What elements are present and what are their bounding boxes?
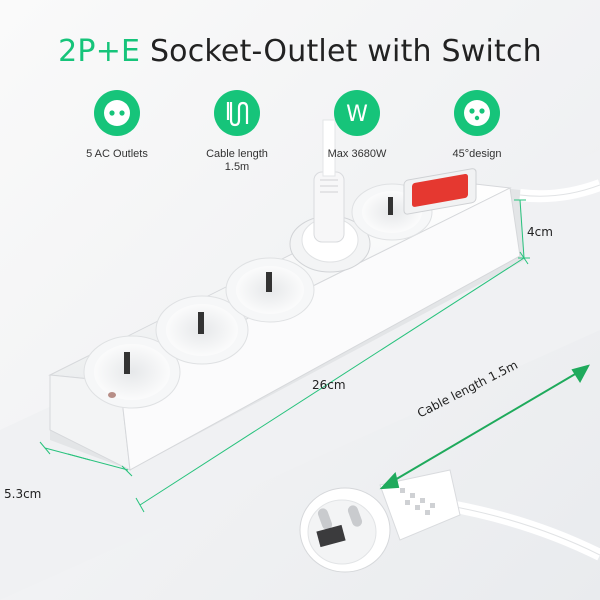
socket-icon bbox=[94, 90, 140, 136]
plug-inserted bbox=[289, 119, 371, 273]
width-dimension-label: 5.3cm bbox=[4, 487, 42, 501]
cable-icon bbox=[214, 90, 260, 136]
feature-label: 45°design bbox=[452, 148, 502, 160]
page-title: 2P+E Socket-Outlet with Switch bbox=[0, 34, 600, 69]
title-accent: 2P+E bbox=[58, 34, 141, 69]
socket-3 bbox=[225, 257, 315, 323]
height-dimension-label: 4cm bbox=[527, 225, 553, 239]
socket-45-icon bbox=[454, 90, 500, 136]
socket-1 bbox=[83, 335, 181, 409]
w-letter-icon: W bbox=[334, 90, 380, 136]
feature-45-design: 45°design bbox=[422, 90, 532, 161]
dimension-lines bbox=[39, 199, 530, 513]
socket-2 bbox=[155, 295, 249, 365]
feature-power: W Max 3680W bbox=[302, 90, 412, 161]
power-switch bbox=[403, 168, 477, 215]
cable-length-arrow bbox=[379, 364, 590, 490]
plug bbox=[299, 469, 600, 573]
length-dimension-label: 26cm bbox=[312, 378, 346, 392]
feature-label: 5 AC Outlets bbox=[86, 148, 148, 160]
feature-cable: Cable length 1.5m bbox=[182, 90, 292, 174]
feature-label: Max 3680W bbox=[327, 148, 387, 160]
svg-text:W: W bbox=[346, 102, 368, 127]
feature-outlets: 5 AC Outlets bbox=[62, 90, 172, 161]
feature-label: Cable length 1.5m bbox=[206, 148, 268, 173]
title-rest: Socket-Outlet with Switch bbox=[140, 34, 542, 69]
